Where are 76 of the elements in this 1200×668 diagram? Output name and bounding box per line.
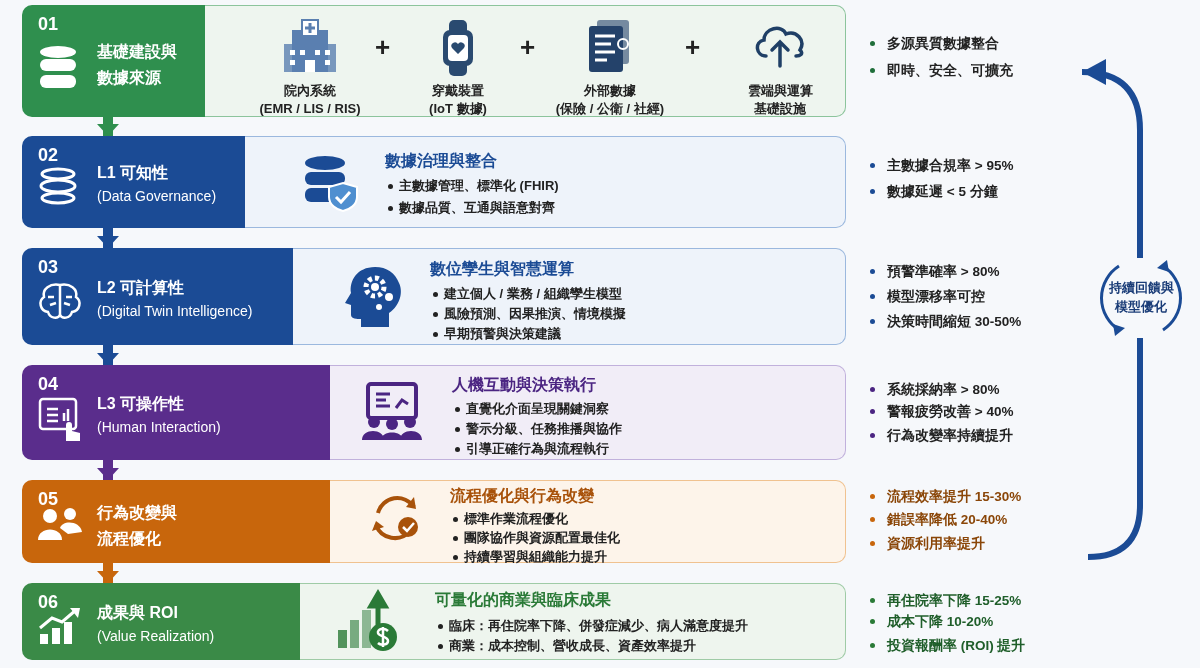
bullet-text: 警示分級、任務推播與協作: [466, 420, 622, 438]
stage-panel: [22, 248, 293, 345]
bullet-text: 流程效率提升 15-30%: [887, 488, 1022, 504]
bullet-text: 多源異質數據整合: [887, 35, 999, 51]
bullet-text: 成本下降 10-20%: [887, 613, 994, 629]
stage-panel: [22, 136, 245, 228]
bullet-text: 風險預測、因果推演、情境模擬: [444, 305, 626, 323]
bullet-text: 主數據合規率 > 95%: [887, 157, 1014, 173]
step-number: 05: [38, 489, 59, 510]
stage-title: 行為改變與流程優化: [97, 502, 178, 549]
content-panel: [293, 248, 846, 345]
content-panel: [205, 5, 846, 117]
content-panel: [330, 365, 846, 460]
stage-subtitle: (Digital Twin Intelligence): [97, 302, 253, 319]
bullet-text: 系統採納率 > 80%: [887, 381, 1000, 397]
stage-title: 成果與 ROI: [97, 602, 178, 623]
plus-sign: +: [685, 32, 701, 63]
stage-title: 基礎建設與數據來源: [97, 42, 178, 88]
stage-subtitle: (Value Realization): [97, 627, 215, 644]
step-number: 03: [38, 257, 59, 278]
section-heading: 流程優化與行為改變: [450, 486, 594, 506]
bullet-text: 臨床：再住院率下降、併發症減少、病人滿意度提升: [449, 617, 748, 635]
bullet-text: 預警準確率 > 80%: [887, 263, 1000, 279]
content-panel: [245, 136, 846, 228]
step-number: 04: [38, 374, 59, 395]
step-number: 02: [38, 145, 59, 166]
bullet-text: 行為改變率持續提升: [887, 427, 1013, 443]
arrow: [97, 228, 119, 248]
stage-subtitle: (Human Interaction): [97, 418, 221, 435]
section-heading: 可量化的商業與臨床成果: [435, 590, 611, 610]
bullet-text: 團隊協作與資源配置最佳化: [464, 529, 620, 547]
section-heading: 人機互動與決策執行: [452, 375, 596, 395]
plus-sign: +: [375, 32, 391, 63]
feedback-arrow: [1081, 60, 1143, 258]
bullet-text: 直覺化介面呈現關鍵洞察: [466, 400, 609, 418]
item-label: 外部數據 (保險 / 公衛 / 社經): [555, 82, 665, 118]
bullet-text: 主數據管理、標準化 (FHIR): [399, 177, 559, 195]
item-label: 雲端與運算基礎設施: [746, 82, 814, 118]
arrow: [97, 563, 119, 583]
bullet-text: 商業：成本控制、營收成長、資產效率提升: [449, 637, 696, 655]
bullet-text: 模型漂移率可控: [887, 288, 985, 304]
bullet-text: 數據品質、互通與語意對齊: [399, 199, 555, 217]
arrow: [97, 117, 119, 136]
section-heading: 數位孿生與智慧運算: [430, 259, 574, 279]
bullet-text: 持續學習與組織能力提升: [464, 548, 607, 566]
stage-title: L2 可計算性: [97, 277, 185, 298]
bullet-text: 標準作業流程優化: [464, 510, 568, 528]
loop-label: 持續回饋與模型優化: [1108, 280, 1174, 316]
bullet-text: 早期預警與決策建議: [444, 325, 561, 343]
arrow: [97, 460, 119, 480]
item-label: 院內系統 (EMR / LIS / RIS): [259, 82, 361, 118]
bullet-text: 數據延遲 < 5 分鐘: [887, 183, 998, 199]
bullet-text: 再住院率下降 15-25%: [887, 592, 1022, 608]
bullet-text: 引導正確行為與流程執行: [466, 440, 609, 458]
content-panel: [330, 480, 846, 563]
section-heading: 數據治理與整合: [385, 151, 497, 171]
content-panel: [300, 583, 846, 660]
stage-subtitle: (Data Governance): [97, 188, 217, 204]
bullet-text: 警報疲勞改善 > 40%: [887, 403, 1014, 419]
bullet-text: 即時、安全、可擴充: [887, 62, 1013, 78]
plus-sign: +: [520, 32, 536, 63]
bullet-text: 決策時間縮短 30-50%: [887, 313, 1022, 329]
stage-title: L3 可操作性: [97, 393, 185, 414]
item-label: 穿戴裝置 (IoT 數據): [429, 82, 487, 118]
step-number: 06: [38, 592, 59, 613]
bullet-text: 投資報酬率 (ROI) 提升: [887, 637, 1026, 653]
stage-panel: [22, 365, 330, 460]
stage-panel: [22, 480, 330, 563]
stage-panel: [22, 5, 205, 117]
step-number: 01: [38, 14, 59, 35]
bullet-text: 資源利用率提升: [887, 535, 985, 551]
bullet-text: 建立個人 / 業務 / 組織孿生模型: [444, 285, 622, 303]
stage-panel: [22, 583, 300, 660]
stage-title: L1 可知性: [97, 163, 169, 183]
arrow: [97, 345, 119, 365]
bullet-text: 錯誤率降低 20-40%: [887, 511, 1008, 527]
